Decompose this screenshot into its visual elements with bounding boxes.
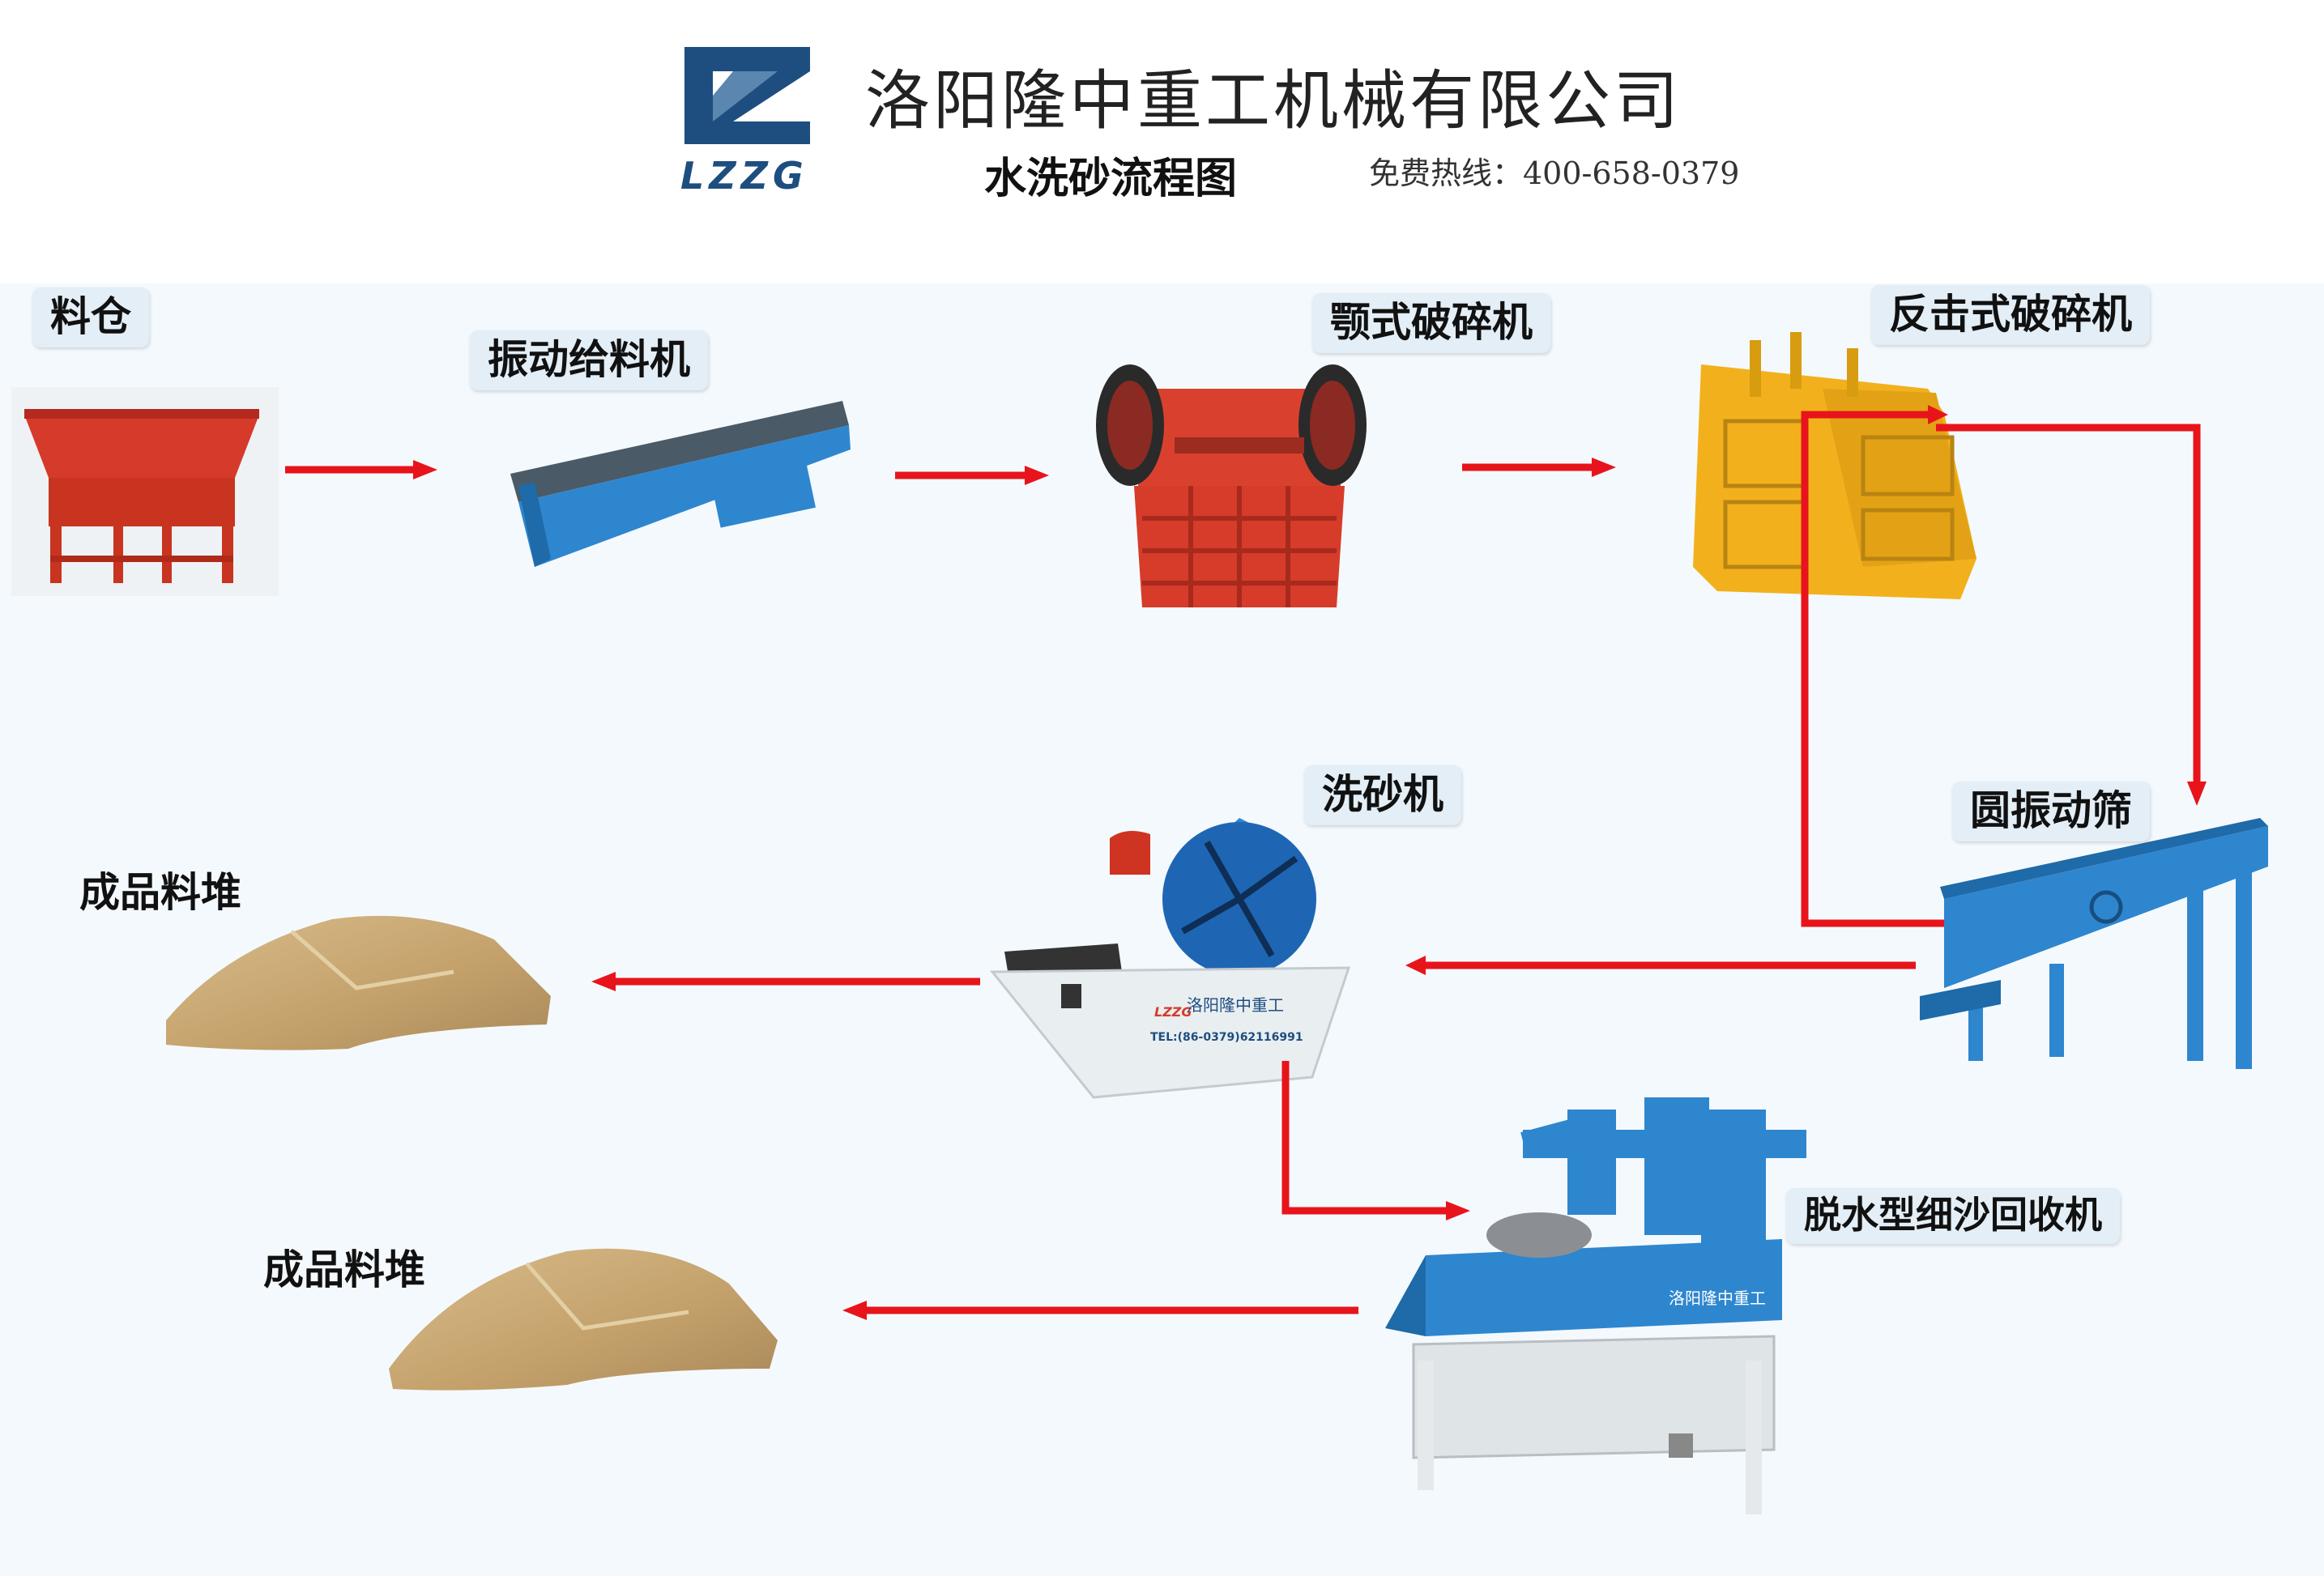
arrow-head-1 [413, 460, 437, 479]
hopper-icon [11, 387, 279, 596]
jaw-crusher-icon [1096, 364, 1367, 607]
hotline-text: 免费热线：400-658-0379 [1369, 155, 1740, 191]
impact-crusher-icon [1693, 332, 1976, 599]
recovery-brand-text: 洛阳隆中重工 [1669, 1288, 1766, 1308]
label-finished-pile-1: 成品料堆 [79, 868, 241, 916]
label-vibrating-screen: 圆振动筛 [1952, 782, 2150, 841]
washer-logo-text: LZZG [1154, 1004, 1192, 1020]
label-vibrating-feeder: 振动给料机 [470, 330, 708, 390]
label-bin: 料仓 [32, 288, 149, 347]
fine-sand-recovery-icon: 洛阳隆中重工 [1385, 1097, 1806, 1514]
flow-arrows [285, 411, 2201, 1314]
washer-tel-text: TEL:(86-0379)62116991 [1150, 1031, 1303, 1044]
arrow-head-5 [1928, 405, 1948, 424]
diagram-title: 水洗砂流程图 [984, 154, 1238, 203]
company-name: 洛阳隆中重工机械有限公司 [865, 63, 1682, 138]
label-finished-pile-2: 成品料堆 [263, 1246, 425, 1293]
sand-pile-1-icon [166, 915, 551, 1050]
sand-pile-2-icon [389, 1248, 778, 1391]
arrow-head-6 [1405, 956, 1426, 975]
label-sand-washer: 洗砂机 [1304, 765, 1461, 825]
arrow-head-3 [1592, 458, 1616, 477]
arrow-heads [413, 405, 2207, 1320]
label-jaw-crusher: 颚式破碎机 [1312, 293, 1550, 353]
arrow-head-7 [591, 972, 616, 991]
vibrating-feeder-icon [510, 401, 851, 567]
washer-brand-text: 洛阳隆中重工 [1187, 995, 1284, 1015]
logo-text: LZZG [680, 154, 808, 198]
arrow-head-2 [1025, 466, 1049, 485]
vibrating-screen-icon [1920, 818, 2268, 1069]
arrow-head-4 [2187, 782, 2207, 806]
sand-washer-icon: LZZG 洛阳隆中重工 TEL:(86-0379)62116991 [989, 818, 1351, 1099]
label-fine-sand-recovery: 脱水型细沙回收机 [1786, 1188, 2120, 1245]
arrow-head-8 [1446, 1201, 1470, 1220]
arrow-head-9 [842, 1301, 867, 1320]
label-impact-crusher: 反击式破碎机 [1871, 285, 2150, 345]
